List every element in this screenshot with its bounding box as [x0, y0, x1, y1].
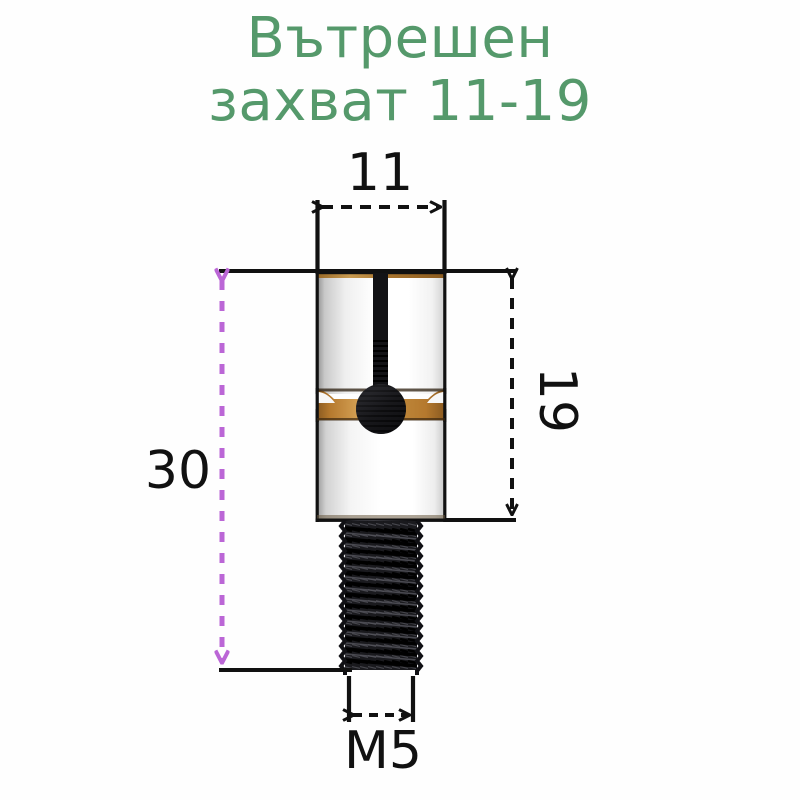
part-collet	[315, 271, 447, 675]
m5-threaded-stud	[338, 519, 424, 675]
page-title-line-1: Вътрешен	[246, 6, 554, 71]
dimension-m5: M5	[344, 676, 422, 781]
locking-ball	[356, 384, 406, 434]
dimension-30: 30	[145, 280, 222, 662]
dimension-19: 19	[512, 278, 587, 514]
dim-label-11: 11	[347, 143, 413, 203]
dimension-11: 11	[318, 143, 447, 274]
page-title: Вътрешен захват 11-19	[0, 6, 800, 134]
page-title-line-2: захват 11-19	[208, 68, 592, 134]
axial-slot	[373, 272, 388, 402]
reference-lines	[219, 269, 516, 672]
dim-label-19: 19	[527, 367, 587, 433]
dim-label-30: 30	[145, 441, 211, 501]
dim-label-m5: M5	[344, 721, 422, 781]
